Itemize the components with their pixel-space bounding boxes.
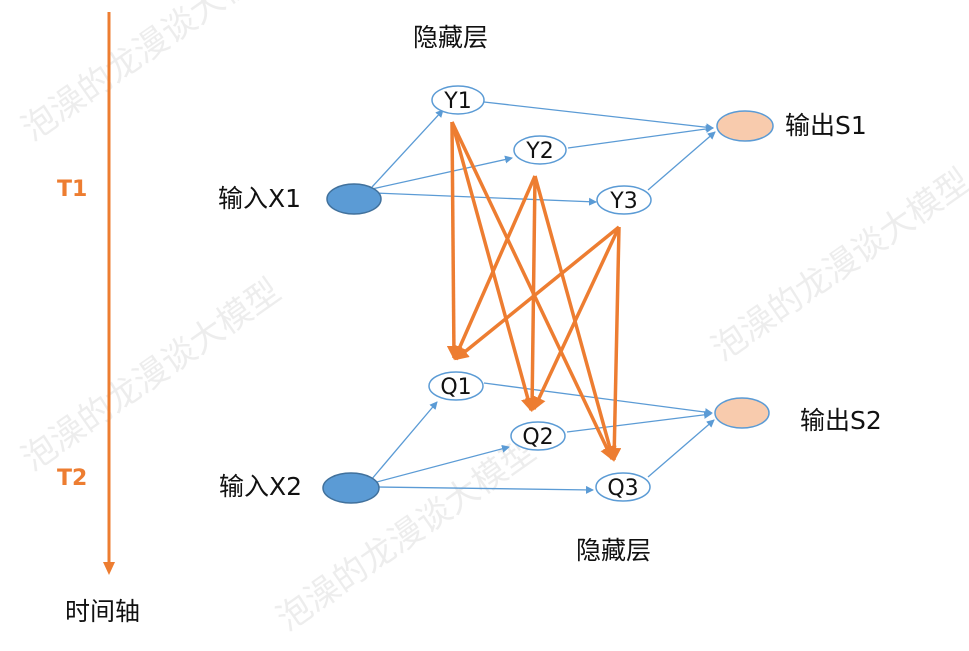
- input-label-x1: 输入X1: [218, 184, 302, 213]
- edge-y3-s1: [647, 131, 716, 191]
- time-step-t2: T2: [57, 466, 88, 491]
- edge-y2-q3: [533, 175, 617, 461]
- edge-y1-q1: [446, 121, 461, 360]
- hidden-node-y3: [596, 185, 652, 215]
- edge-x1-y2: [371, 155, 513, 190]
- edge-y3-q3: [607, 226, 622, 462]
- edge-y3-q2: [532, 226, 621, 411]
- hidden-node-q3-label: Q3: [607, 476, 638, 501]
- hidden-node-q1-label: Q1: [440, 375, 471, 400]
- time-axis-arrowhead: [103, 562, 115, 575]
- hidden-node-y2-label: Y2: [525, 139, 553, 164]
- hidden-node-y1: [431, 85, 485, 115]
- hidden-node-y1-label: Y1: [443, 89, 471, 114]
- edge-y3-q1: [454, 225, 621, 361]
- output-node-s2: [714, 397, 770, 429]
- input-node-x1: [326, 183, 382, 215]
- edge-y2-q2: [525, 175, 540, 412]
- output-label-s2: 输出S2: [800, 406, 882, 435]
- edge-x2-q2: [372, 444, 510, 484]
- hidden-node-q2-label: Q2: [522, 425, 553, 450]
- hidden-node-y2: [513, 135, 567, 165]
- hidden-node-q2: [510, 421, 566, 451]
- input-node-x2: [322, 472, 380, 504]
- edge-x1-y1: [371, 109, 444, 188]
- edge-y2-s1: [567, 124, 714, 149]
- hidden-node-y3-label: Y3: [609, 189, 637, 214]
- edge-q2-s2: [566, 410, 712, 433]
- edge-y1-q2: [450, 121, 535, 412]
- hidden-node-q1: [428, 371, 484, 401]
- time-step-t1: T1: [57, 177, 88, 202]
- edge-y2-q1: [453, 175, 537, 360]
- output-label-s1: 输出S1: [785, 111, 867, 140]
- edge-x1-y3: [373, 192, 597, 206]
- edge-x2-q3: [376, 485, 594, 494]
- time-axis-label: 时间轴: [65, 597, 141, 626]
- edge-y1-s1: [483, 101, 714, 132]
- input-label-x2: 输入X2: [219, 472, 303, 501]
- hidden-layer-label-bottom: 隐藏层: [576, 536, 652, 565]
- hidden-layer-label-top: 隐藏层: [413, 23, 489, 52]
- hidden-node-q3: [595, 472, 651, 502]
- edge-q3-s2: [647, 419, 715, 478]
- output-node-s1: [716, 110, 774, 142]
- edge-x2-q1: [370, 401, 438, 481]
